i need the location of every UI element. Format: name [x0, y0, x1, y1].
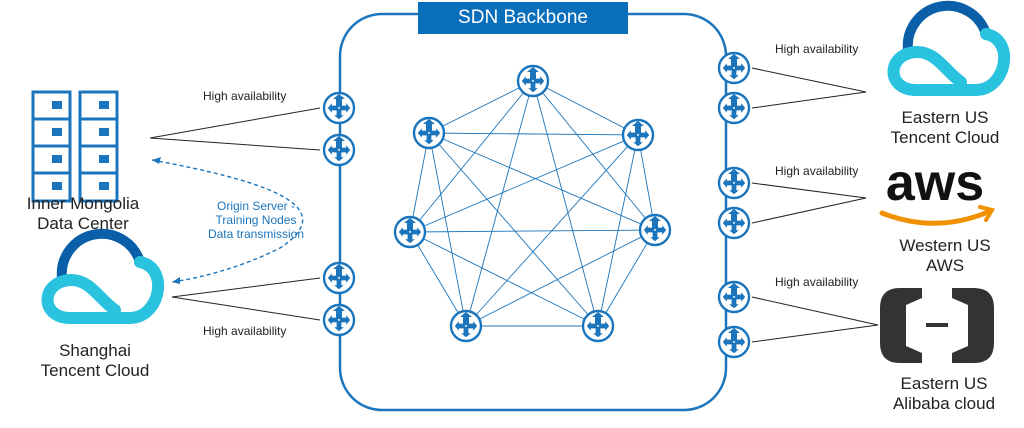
tencent-cloud-logo-shanghai [41, 228, 164, 324]
svg-text:aws: aws [886, 154, 984, 212]
site-label-alibaba: Eastern US Alibaba cloud [892, 374, 996, 413]
site-label-shanghai: Shanghai Tencent Cloud [40, 341, 150, 380]
mesh-link [409, 231, 467, 327]
site-label-aws: Western US AWS [899, 236, 991, 275]
backbone-title: SDN Backbone [418, 2, 628, 34]
mesh-link [532, 80, 599, 327]
mesh-link [428, 132, 467, 327]
mesh-link [465, 80, 534, 327]
mesh-link [597, 229, 656, 327]
ha-label-shanghai: High availability [203, 324, 287, 338]
site-label-eastern-us-tencent: Eastern US Tencent Cloud [890, 108, 1000, 147]
tencent-cloud-logo-eastern-us [887, 0, 1010, 96]
transfer-path [151, 159, 304, 283]
mesh-link [428, 132, 599, 327]
ha-label-inner-mongolia: High availability [203, 89, 287, 103]
mesh-link [428, 80, 534, 134]
right-edge-routers [717, 51, 751, 359]
connection-lines [149, 67, 879, 343]
transfer-annotation: Origin Server - Training Nodes Data tran… [207, 199, 305, 241]
router-mesh [409, 80, 656, 327]
mesh-link [409, 134, 639, 233]
aws-logo: aws [879, 154, 996, 226]
mesh-link [532, 80, 639, 136]
ha-label-aws: High availability [775, 164, 859, 178]
mesh-link [409, 80, 534, 233]
alibaba-cloud-logo [880, 288, 994, 363]
server-rack-icon [31, 90, 119, 203]
mesh-link [409, 229, 656, 233]
mesh-link [428, 132, 639, 136]
ha-label-eastern-us-tencent: High availability [775, 42, 859, 56]
internal-routers [393, 64, 672, 343]
mesh-link [409, 231, 599, 327]
site-label-inner-mongolia: Inner Mongolia Data Center [26, 194, 140, 233]
mesh-link [532, 80, 656, 231]
mesh-link [428, 132, 656, 231]
mesh-link [465, 229, 656, 327]
mesh-link [409, 132, 430, 233]
ha-label-alibaba: High availability [775, 275, 859, 289]
